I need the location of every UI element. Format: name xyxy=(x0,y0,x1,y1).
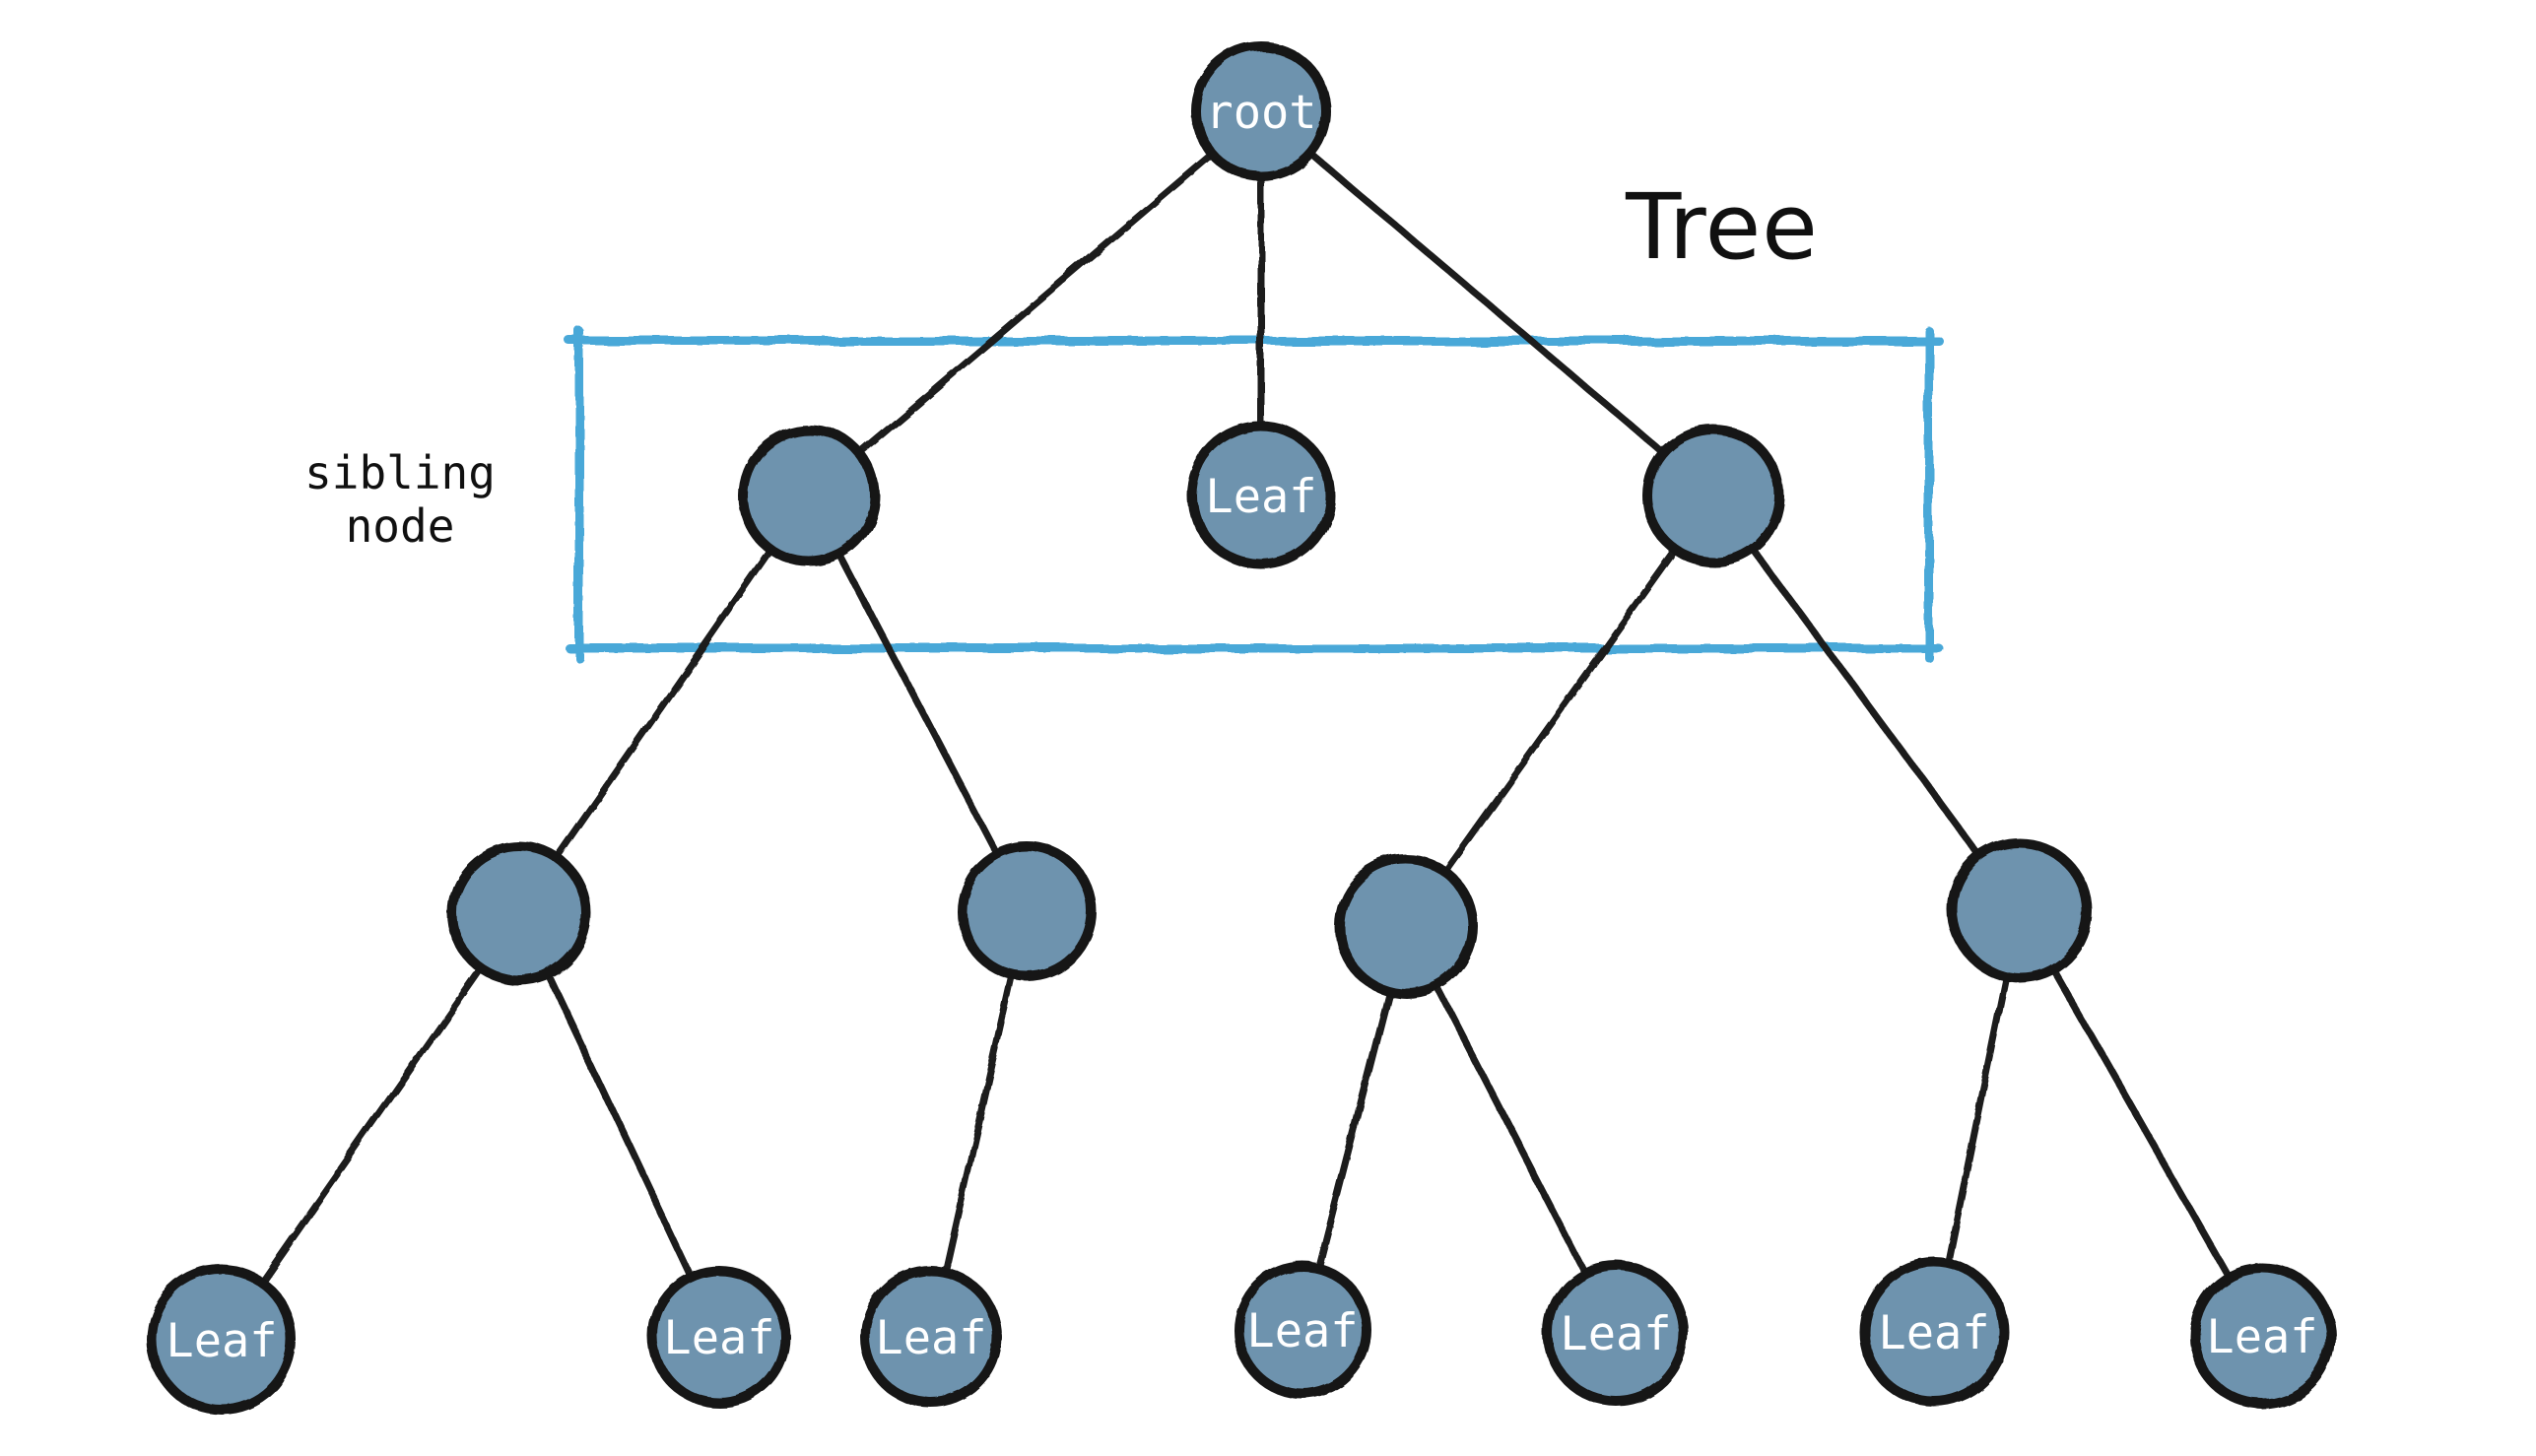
tree-node-leaf5 xyxy=(1543,1260,1689,1406)
sibling-node-annotation: sibling node xyxy=(304,446,496,553)
tree-edge-a-leaf1 xyxy=(218,909,523,1344)
node-label-leaf4: Leaf xyxy=(1246,1304,1358,1358)
tree-node-c xyxy=(1334,854,1478,998)
tree-edge-root-n-left xyxy=(805,107,1265,499)
tree-node-leaf3 xyxy=(860,1266,1002,1408)
tree-node-n-right xyxy=(1642,425,1784,566)
tree-node-leaf1 xyxy=(147,1265,297,1415)
tree-node-b xyxy=(957,841,1097,981)
tree-node-n-mid xyxy=(1187,422,1335,569)
node-label-leaf6: Leaf xyxy=(1878,1306,1989,1360)
tree-node-leaf6 xyxy=(1859,1257,2009,1407)
tree-node-a xyxy=(447,841,591,985)
tree-node-n-left xyxy=(738,425,880,566)
node-label-leaf3: Leaf xyxy=(875,1311,986,1365)
tree-edge-b-leaf3 xyxy=(927,907,1031,1341)
tree-edge-n-right-c xyxy=(1402,492,1717,930)
tree-edge-d-leaf7 xyxy=(2016,906,2266,1340)
nodes-layer xyxy=(147,41,2335,1415)
node-label-leaf1: Leaf xyxy=(166,1314,277,1368)
tree-edge-a-leaf2 xyxy=(515,909,723,1341)
tree-node-root xyxy=(1191,41,1331,181)
node-label-leaf5: Leaf xyxy=(1560,1307,1671,1361)
tree-node-d xyxy=(1948,838,2092,982)
node-label-n-mid: Leaf xyxy=(1205,470,1316,524)
sibling-box-layer xyxy=(565,326,1944,663)
tree-edge-n-right-d xyxy=(1709,492,2024,914)
node-label-root: root xyxy=(1205,86,1316,140)
node-label-leaf7: Leaf xyxy=(2206,1310,2317,1364)
tree-node-leaf7 xyxy=(2189,1263,2335,1409)
tree-node-leaf2 xyxy=(648,1266,790,1408)
node-label-leaf2: Leaf xyxy=(663,1311,774,1365)
tree-edge-root-n-right xyxy=(1257,107,1717,499)
edges-layer xyxy=(218,107,2266,1344)
diagram-title: Tree xyxy=(1626,174,1819,280)
tree-edge-c-leaf5 xyxy=(1402,922,1620,1337)
tree-node-leaf4 xyxy=(1234,1261,1371,1399)
tree-edge-n-left-b xyxy=(805,492,1031,915)
tree-edge-n-left-a xyxy=(515,492,813,917)
